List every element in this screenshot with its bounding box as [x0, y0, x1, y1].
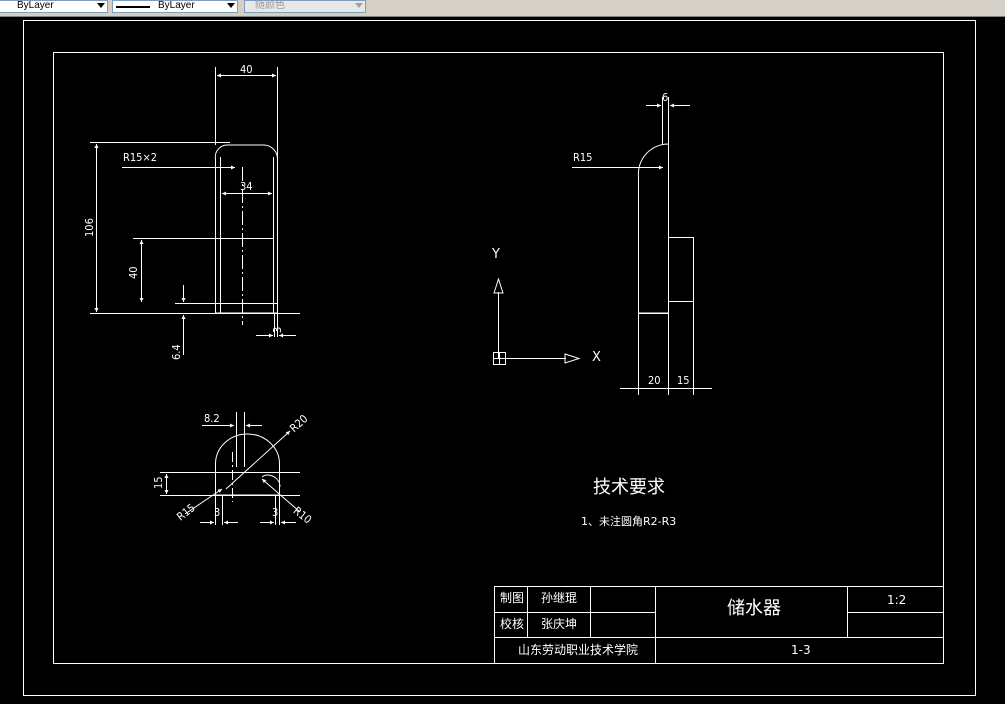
title-scale: 1:2	[887, 593, 907, 607]
dim-top-3b: 3	[272, 506, 279, 519]
dim-top-3a: 3	[214, 506, 221, 519]
outer-border	[23, 20, 976, 696]
dim-front-base: 6.4	[170, 344, 183, 360]
notes-title: 技术要求	[593, 477, 665, 498]
side-view	[572, 97, 712, 395]
title-drawn-name: 孙继琨	[541, 591, 578, 605]
dim-side-w2: 15	[677, 374, 690, 387]
chevron-down-icon[interactable]	[227, 3, 235, 8]
lineweight-dropdown[interactable]: ByLayer	[112, 0, 238, 13]
title-checked-label: 校核	[500, 617, 525, 631]
linetype-dropdown[interactable]: ByLayer	[0, 0, 108, 13]
dim-front-width: 40	[240, 63, 253, 76]
ucs-icon	[493, 277, 581, 365]
ucs-x-label: X	[592, 350, 601, 365]
lineweight-swatch	[116, 6, 150, 8]
title-part-name: 储水器	[727, 598, 781, 619]
title-block-lines	[494, 586, 944, 664]
dim-front-radius: R15×2	[123, 151, 158, 164]
plotstyle-value: 随颜色	[255, 0, 285, 11]
dim-front-height: 106	[83, 218, 96, 237]
lineweight-value: ByLayer	[158, 0, 195, 11]
drawing-canvas[interactable]: 40 R15×2 34 106 40 6.4 3 6 R15 20 15 Y X…	[0, 17, 1005, 704]
ucs-y-label: Y	[492, 247, 500, 262]
title-school: 山东劳动职业技术学院	[518, 643, 639, 657]
drawing-svg	[23, 20, 976, 696]
dim-front-inner: 34	[240, 180, 253, 193]
dim-front-lower: 40	[127, 266, 140, 279]
dim-top-15: 15	[152, 476, 165, 489]
dim-side-radius: R15	[573, 151, 593, 164]
chevron-down-icon[interactable]	[97, 3, 105, 8]
front-view	[90, 67, 300, 355]
top-view	[160, 412, 301, 525]
notes-item-1: 1、未注圆角R2-R3	[581, 515, 677, 528]
chevron-down-icon[interactable]	[355, 3, 363, 8]
dim-side-top: 6	[662, 91, 669, 104]
title-checked-name: 张庆坤	[541, 617, 578, 631]
dim-top-width: 8.2	[204, 412, 220, 425]
properties-toolbar: ByLayer ByLayer 随颜色	[0, 0, 1005, 17]
title-drawing-no: 1-3	[791, 643, 811, 657]
title-drawn-label: 制图	[500, 591, 525, 605]
dim-front-thick: 3	[271, 326, 284, 333]
plotstyle-dropdown[interactable]: 随颜色	[244, 0, 366, 13]
linetype-value: ByLayer	[17, 0, 54, 11]
dim-side-w1: 20	[648, 374, 661, 387]
